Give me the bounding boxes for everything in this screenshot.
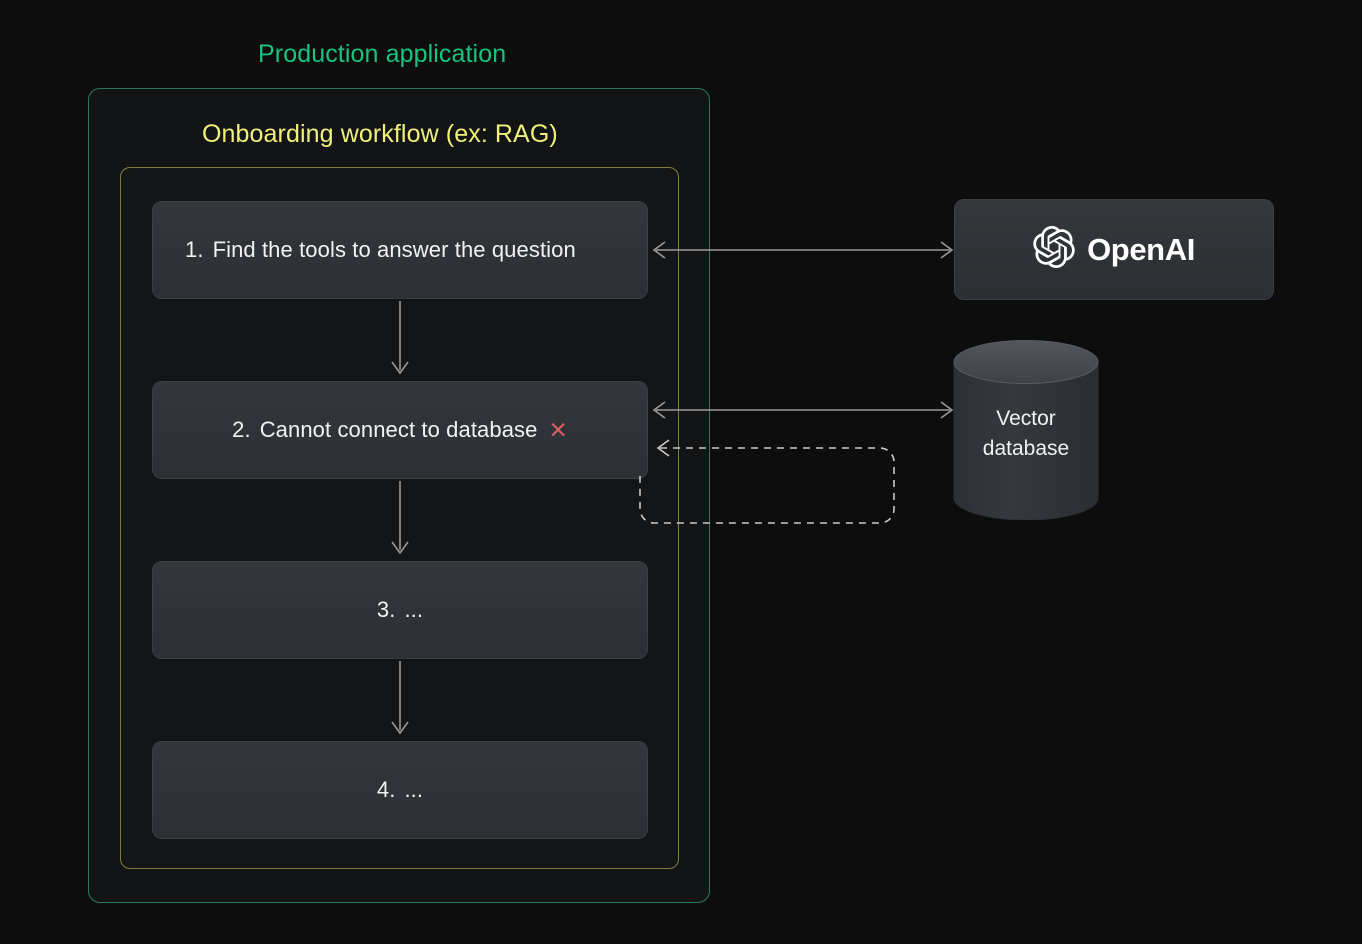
- step-1-label: Find the tools to answer the question: [212, 237, 576, 262]
- workflow-step-3[interactable]: 3. ...: [152, 561, 648, 659]
- onboarding-workflow-title: Onboarding workflow (ex: RAG): [202, 120, 558, 148]
- step-2-number: 2.: [232, 417, 251, 442]
- workflow-step-1[interactable]: 1. Find the tools to answer the question: [152, 201, 648, 299]
- workflow-step-4[interactable]: 4. ...: [152, 741, 648, 839]
- step-2-label: Cannot connect to database: [259, 417, 538, 442]
- vector-database-node[interactable]: Vector database: [953, 340, 1099, 521]
- step-4-label: ...: [404, 777, 424, 802]
- step-3-label: ...: [404, 597, 424, 622]
- openai-logo-icon: [1033, 226, 1075, 273]
- openai-node[interactable]: OpenAI: [954, 199, 1274, 300]
- error-x-icon: ✕: [548, 416, 568, 443]
- openai-label: OpenAI: [1087, 231, 1195, 267]
- step-4-number: 4.: [376, 777, 396, 802]
- step-3-number: 3.: [376, 597, 396, 622]
- step-1-number: 1.: [185, 237, 204, 262]
- production-application-title: Production application: [258, 40, 507, 68]
- workflow-step-2[interactable]: 2. Cannot connect to database ✕: [152, 381, 648, 479]
- database-cylinder-icon: [953, 340, 1099, 521]
